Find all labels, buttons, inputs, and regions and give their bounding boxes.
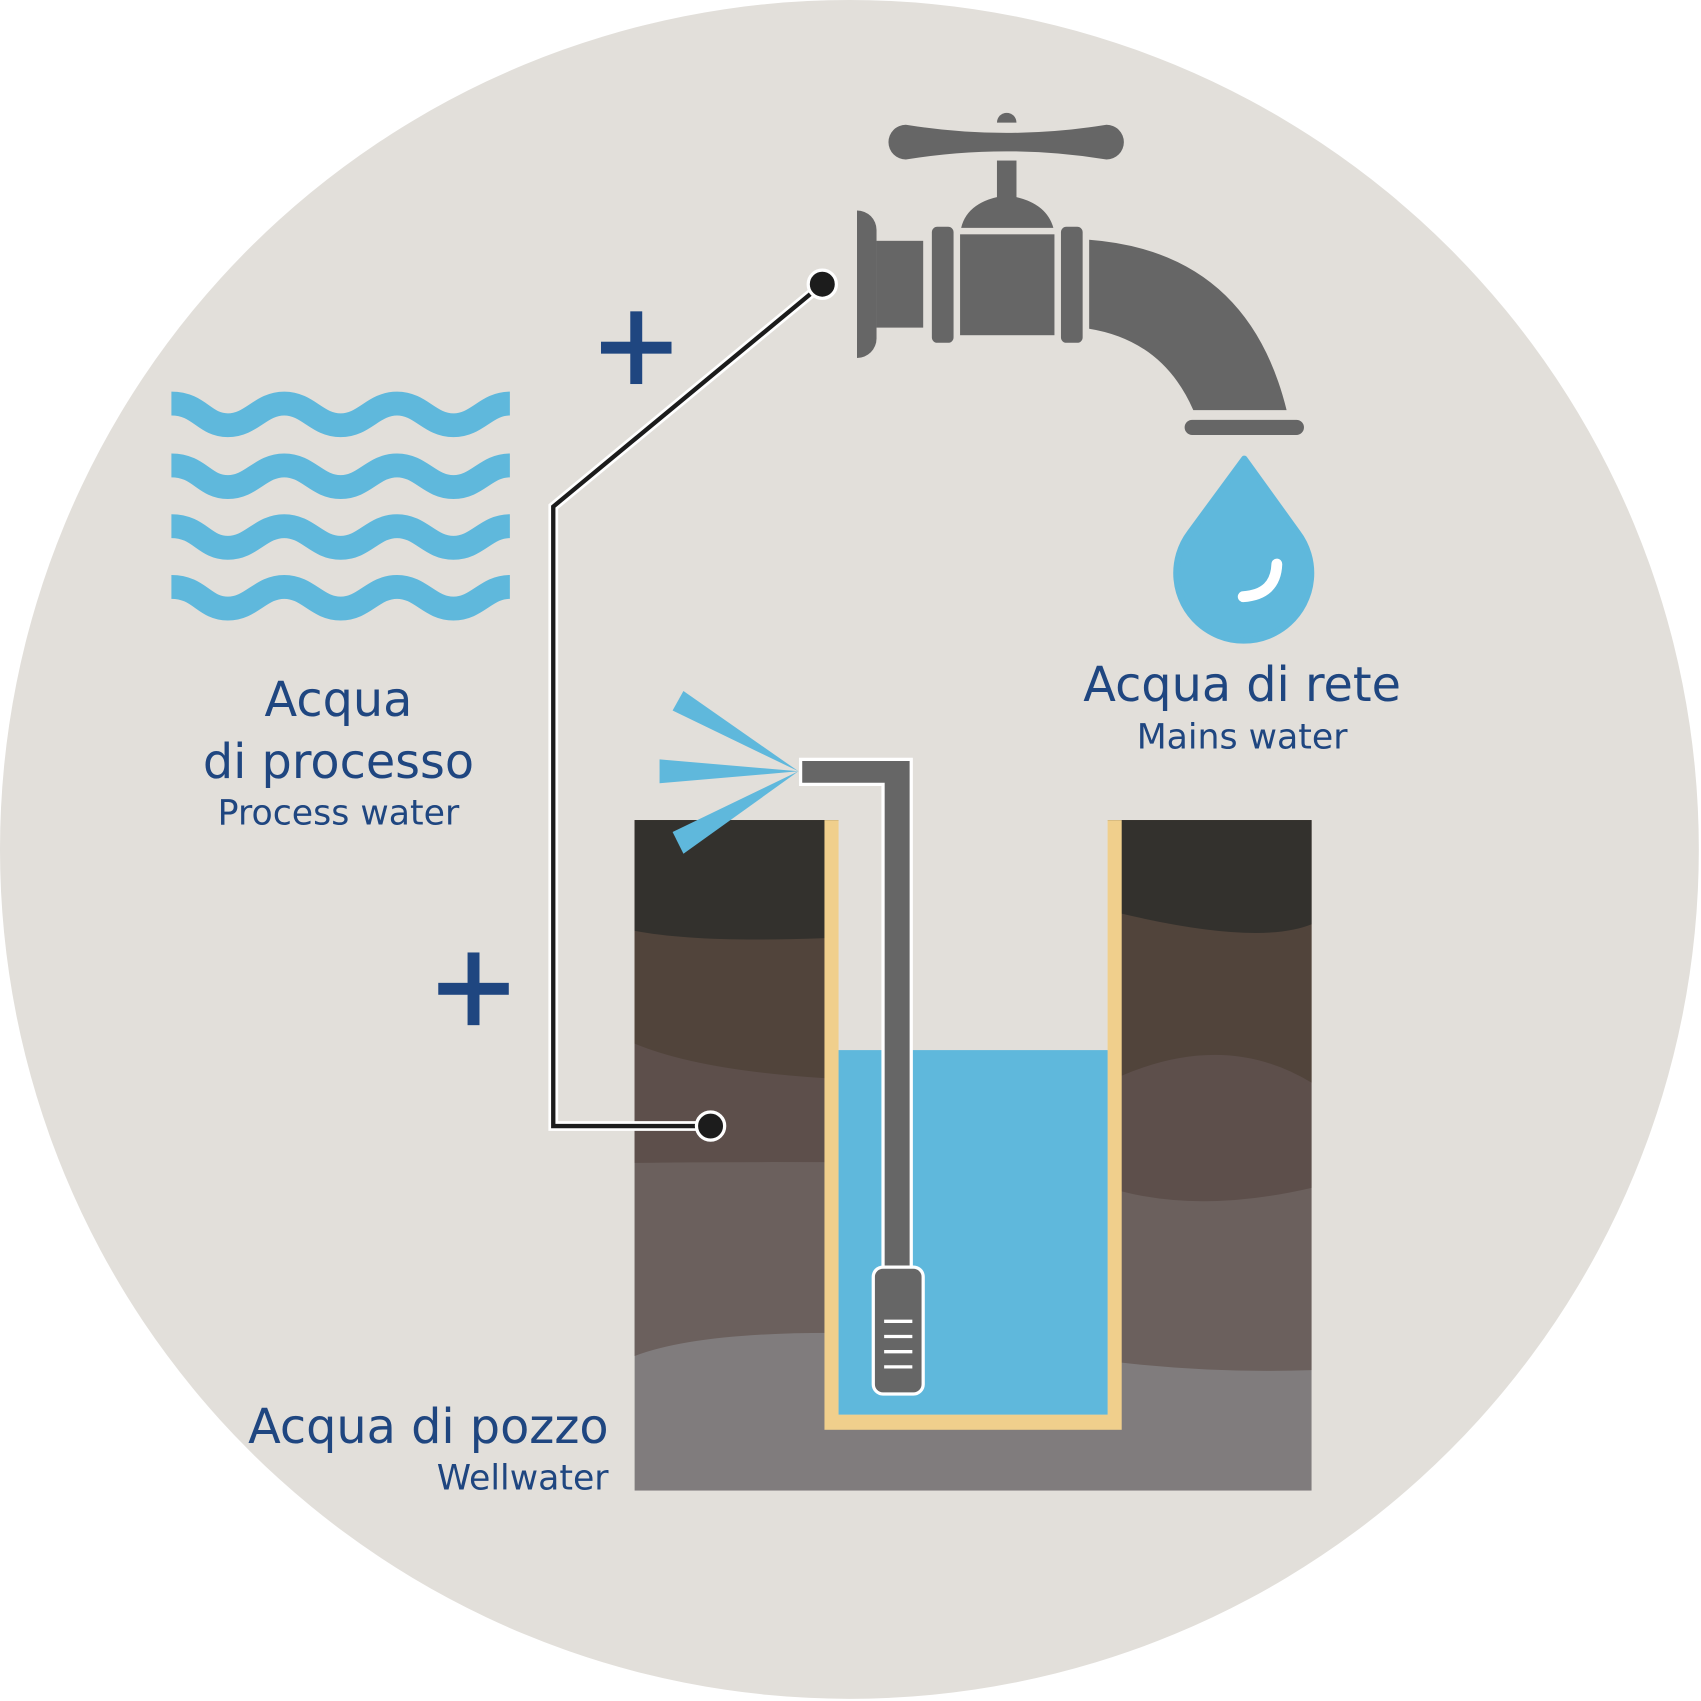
plus-icon [600,311,672,385]
plus-icon [438,952,509,1026]
faucet-icon [857,112,1304,436]
connector-dot [694,1110,727,1142]
water-drop-icon [1173,455,1315,644]
connection-line [548,280,826,1131]
well-water-subtitle: Wellwater [437,1458,610,1498]
spray-icon [659,691,799,854]
drop-highlight [1237,558,1283,603]
process-water-title-line1: Acqua [265,673,413,728]
mains-water-subtitle: Mains water [1137,718,1349,758]
well-water-title: Acqua di pozzo [248,1400,608,1455]
mains-water-title: Acqua di rete [1083,658,1401,713]
waves-icon [170,391,511,621]
well-pump-icon [798,757,925,1396]
process-water-title-line2: di processo [203,735,474,790]
process-water-subtitle: Process water [218,793,460,833]
connector-dot [806,268,839,300]
